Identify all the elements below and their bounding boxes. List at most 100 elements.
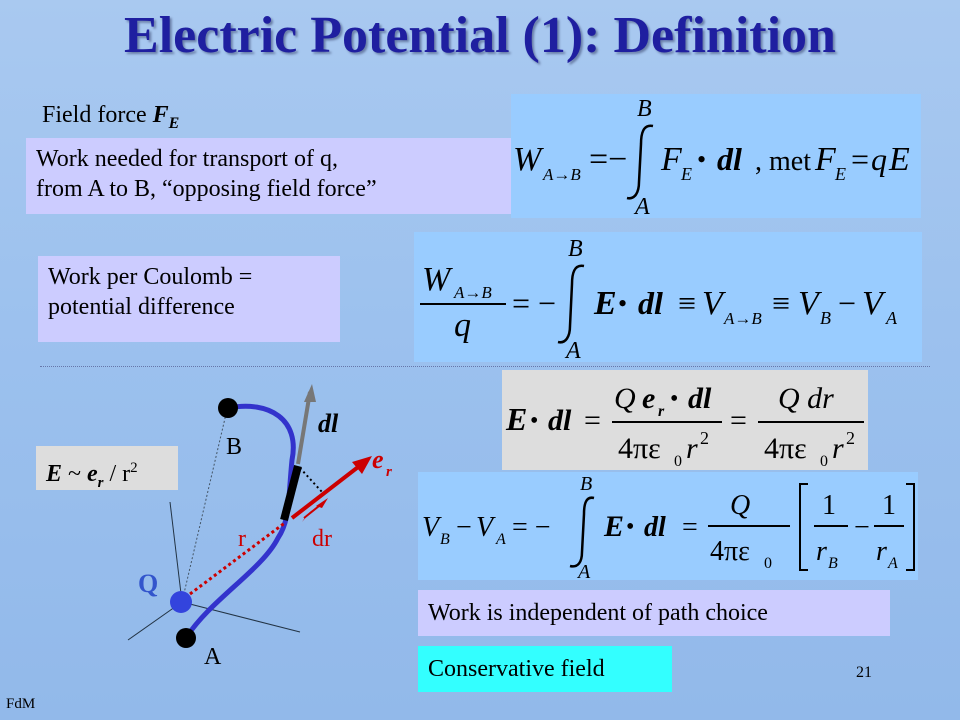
eq3-dl: dl: [548, 404, 572, 437]
eq3-eq: =: [584, 404, 601, 437]
axis-line-right: [181, 601, 301, 633]
eq2-upper: B: [568, 236, 583, 262]
path-diagram: B A Q r dl dr e r: [127, 384, 392, 670]
eq1-F-sub: E: [680, 164, 692, 184]
eq4-rA-sub: A: [887, 555, 898, 572]
eq3-den2: 4πε: [764, 432, 807, 465]
eq2-VA: V: [862, 285, 887, 322]
label-dl: dl: [318, 409, 339, 438]
eq3-dot: •: [530, 408, 538, 434]
eq4-E: E: [603, 510, 624, 543]
eq3-Q: Q: [614, 382, 636, 415]
eq3-dl2: dl: [688, 382, 712, 415]
eq4-den: 4πε: [710, 536, 750, 567]
dl-tangent: [296, 391, 312, 465]
eq2-dot: •: [618, 289, 627, 318]
eq1-upper: B: [637, 96, 652, 122]
label-Q: Q: [138, 569, 158, 598]
label-dr: dr: [312, 526, 332, 552]
eq3-eps-sub2: 0: [820, 453, 828, 470]
eq1-dl: dl: [717, 141, 742, 177]
eq1-lower: A: [633, 194, 650, 218]
eq4-rA: r: [876, 536, 887, 567]
point-B: [218, 398, 238, 418]
er-arrowhead: [352, 456, 372, 474]
eq4-eq: =: [682, 512, 698, 543]
eq3-exp: 2: [700, 428, 709, 448]
eq4-lower: A: [576, 561, 591, 580]
eq4-rB: r: [816, 536, 827, 567]
eq2-minus: = −: [512, 285, 556, 321]
eq1-W: W: [513, 141, 544, 178]
eq2-minus2: −: [838, 285, 856, 321]
label-A: A: [204, 644, 222, 670]
dr-arrowhead-a: [302, 510, 312, 522]
eq3-eq2: =: [730, 404, 747, 437]
equation-VB-minus-VA: V B − V A = − B A E • dl = Q 4πε 0 1 r B…: [418, 472, 918, 583]
thin-line-Q-to-B: [181, 413, 227, 603]
eq2-q: q: [454, 307, 471, 344]
label-B: B: [226, 434, 242, 460]
equation-work-field-force: W A→B =− B A F E • dl , met F E = q E: [511, 94, 921, 220]
eq4-minus: −: [456, 512, 472, 543]
dl-tangent-arrowhead: [304, 384, 316, 402]
eq4-sub-A: A: [495, 531, 506, 548]
equation-E-dot-dl: E • dl = Q e r • dl 4πε 0 r 2 = Q dr 4πε…: [502, 370, 868, 470]
point-A: [176, 628, 196, 648]
er-arrow: [290, 462, 364, 520]
eq4-VB: V: [422, 512, 442, 543]
path-independent-box: Work is independent of path choice: [418, 590, 890, 636]
eq2-integral-sign: [557, 264, 585, 344]
eq2-dl: dl: [638, 285, 663, 321]
eq3-r: r: [686, 432, 698, 465]
projection-line: [299, 467, 323, 493]
eq3-e-sub: r: [658, 403, 665, 420]
field-law-box: E ~ er / r2: [36, 446, 178, 491]
conservative-field-box: Conservative field: [418, 646, 672, 692]
eq4-VA: V: [476, 512, 496, 543]
eq4-dl: dl: [644, 512, 666, 543]
eq4-Q: Q: [730, 490, 750, 521]
eq4-eqminus: = −: [512, 512, 551, 543]
label-er: e: [372, 445, 384, 474]
eq1-E: E: [888, 141, 910, 178]
eq2-sub-AB2: A→B: [723, 309, 762, 328]
eq1-minus: =−: [589, 141, 627, 178]
eq2-equiv: ≡: [678, 285, 696, 321]
eq3-Qdr: Q dr: [778, 382, 834, 415]
dl-segment: [280, 464, 302, 522]
eq4-left-bracket: [799, 483, 808, 571]
eq1-dot: •: [697, 145, 706, 174]
eq1-q: q: [871, 141, 887, 177]
work-needed-box: Work needed for transport of q, from A t…: [26, 138, 512, 214]
eq4-eps-sub: 0: [764, 555, 772, 572]
eq2-W: W: [422, 261, 453, 298]
equation-potential-difference: W A→B q = − B A E • dl ≡ V A→B ≡ V B − V…: [414, 232, 922, 364]
eq1-integral-sign: [626, 124, 654, 200]
eq3-eps-sub: 0: [674, 453, 682, 470]
eq3-exp2: 2: [846, 428, 855, 448]
eq3-dot2: •: [670, 386, 678, 412]
eq4-minus2: −: [854, 512, 870, 543]
separator-line: [40, 366, 930, 367]
eq2-sub-AB: A→B: [453, 283, 492, 302]
label-er-sub: r: [386, 464, 392, 480]
eq3-E: E: [505, 401, 527, 437]
eq2-equiv2: ≡: [772, 285, 790, 321]
eq2-sub-A: A: [885, 308, 898, 328]
eq1-eq: =: [851, 141, 869, 177]
field-force-label: Field force FE: [42, 102, 180, 132]
page-number: 21: [856, 664, 872, 681]
eq2-sub-B: B: [820, 308, 831, 328]
eq3-den: 4πε: [618, 432, 661, 465]
eq2-E: E: [593, 285, 617, 322]
eq4-right-bracket: [906, 483, 915, 571]
eq1-F2: F: [814, 141, 837, 178]
eq4-integral-sign: [569, 496, 595, 568]
dr-arrowhead-b: [316, 498, 328, 508]
footer-author: FdM: [6, 696, 36, 712]
eq1-F2-sub: E: [834, 164, 846, 184]
eq4-one2: 1: [882, 490, 896, 521]
label-r: r: [238, 526, 246, 552]
eq3-r2: r: [832, 432, 844, 465]
